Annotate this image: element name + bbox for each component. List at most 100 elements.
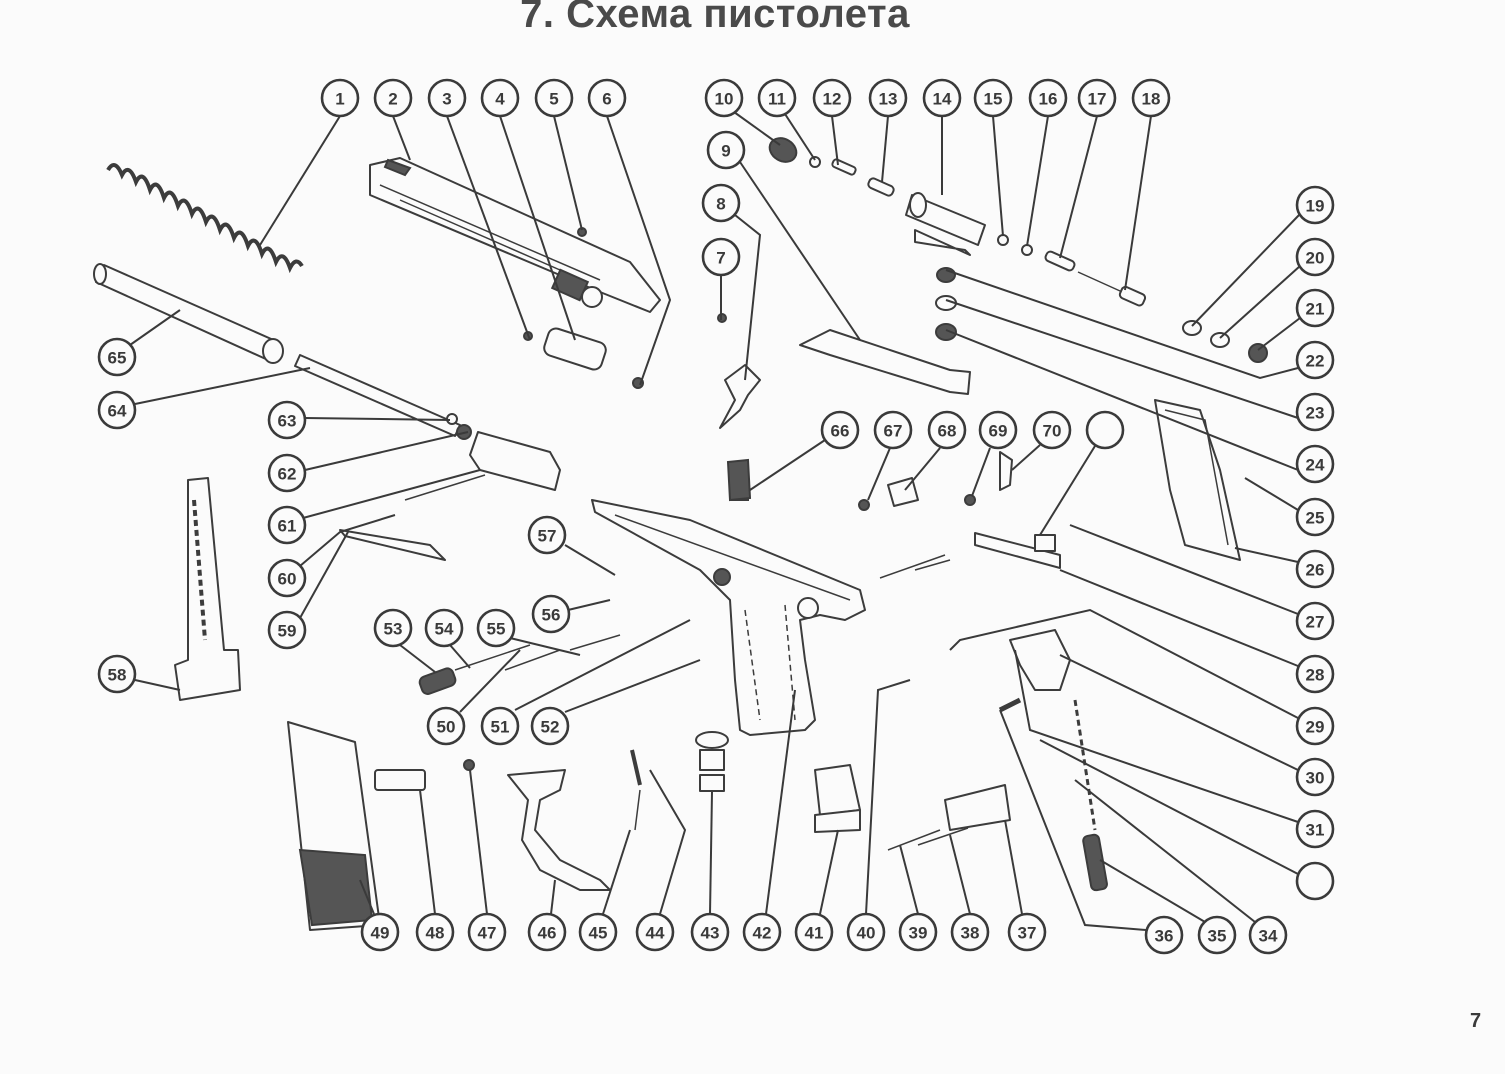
callout-number: 7	[716, 249, 725, 268]
part-callout: 69	[978, 410, 1018, 450]
callout-circle	[578, 912, 618, 952]
leader-line	[649, 769, 687, 915]
callout-number: 13	[879, 90, 898, 109]
part-callout: 10	[704, 78, 744, 118]
part-callout: 19	[1295, 185, 1335, 225]
callout-circle	[427, 78, 467, 118]
front-block	[339, 431, 561, 561]
barrel	[294, 354, 472, 440]
callout-circle	[1007, 912, 1047, 952]
part-callout: 55	[476, 608, 516, 648]
callout-number: 36	[1155, 927, 1174, 946]
callout-number: 19	[1306, 197, 1325, 216]
callout-circle	[360, 912, 400, 952]
part-callout: 62	[267, 453, 307, 493]
callout-number: 70	[1043, 422, 1062, 441]
callout-circle	[1295, 237, 1335, 277]
callout-circle	[868, 78, 908, 118]
recoil-spring	[106, 163, 304, 274]
callout-circle	[742, 912, 782, 952]
callout-number: 11	[768, 90, 786, 109]
callout-circle	[1295, 288, 1335, 328]
callout-number: 17	[1088, 90, 1107, 109]
callout-number: 23	[1306, 404, 1325, 423]
parts-drawing	[93, 137, 1268, 931]
part-callout: 24	[1295, 444, 1335, 484]
part-callout: 28	[1295, 654, 1335, 694]
callout-number: 20	[1306, 249, 1325, 268]
part-callout: 45	[578, 912, 618, 952]
callout-circle	[373, 78, 413, 118]
callout-number: 9	[721, 142, 730, 161]
part-callout: 3	[427, 78, 467, 118]
leader-line	[945, 299, 1299, 419]
callout-number: 25	[1306, 509, 1325, 528]
leader-line	[1059, 115, 1098, 259]
leader-line	[945, 329, 1299, 471]
callout-number: 48	[426, 924, 445, 943]
leader-line	[499, 115, 576, 341]
callout-circle	[1295, 185, 1335, 225]
leader-line	[602, 829, 631, 915]
callout-circle	[424, 608, 464, 648]
callout-number: 66	[831, 422, 850, 441]
leader-line	[1004, 819, 1023, 915]
callout-number: 18	[1142, 90, 1161, 109]
callout-number: 16	[1039, 90, 1058, 109]
callout-number: 55	[487, 620, 506, 639]
callout-number: 45	[589, 924, 608, 943]
callout-circle	[1295, 392, 1335, 432]
leader-line	[553, 115, 583, 231]
part-callout: 65	[97, 337, 137, 377]
leader-line	[949, 608, 1299, 719]
right-grip-panel	[1154, 399, 1241, 561]
callout-number: 3	[442, 90, 451, 109]
part-callout: 60	[267, 558, 307, 598]
part-callout: 53	[373, 608, 413, 648]
callout-circle	[1028, 78, 1068, 118]
callout-circle	[527, 515, 567, 555]
part-callout: 30	[1295, 757, 1335, 797]
callout-number: 64	[108, 402, 127, 421]
part-callout: 8	[701, 183, 741, 223]
callout-number: 63	[278, 412, 297, 431]
callout-number: 46	[538, 924, 557, 943]
callout-number: 42	[753, 924, 772, 943]
front-sight-parts	[418, 634, 621, 695]
part-callout: 18	[1131, 78, 1171, 118]
part-callout: 47	[467, 912, 507, 952]
callout-number: 51	[491, 718, 510, 737]
part-callout: 58	[97, 654, 137, 694]
leader-line	[733, 111, 781, 146]
leader-line	[819, 829, 839, 915]
leader-line	[399, 644, 436, 673]
barrel-sleeve	[93, 263, 284, 364]
leader-line	[1074, 779, 1256, 923]
safety-block	[887, 784, 1011, 851]
part-callout: 40	[846, 912, 886, 952]
part-callout: 5	[534, 78, 574, 118]
leader-line	[971, 447, 991, 497]
callout-number: 39	[909, 924, 928, 943]
callout-circle	[1295, 444, 1335, 484]
leader-line	[1069, 524, 1299, 615]
callout-number: 6	[602, 90, 611, 109]
leader-line	[1039, 445, 1096, 536]
part-callout: 70	[1032, 410, 1072, 450]
leader-line	[509, 637, 581, 656]
callout-number: 69	[989, 422, 1008, 441]
part-callout: 6	[587, 78, 627, 118]
leader-line	[564, 659, 701, 713]
callout-number: 35	[1208, 927, 1227, 946]
part-callout	[1085, 410, 1125, 450]
leader-line	[765, 689, 796, 915]
callout-circle	[950, 912, 990, 952]
hammer-spring	[630, 749, 642, 831]
callout-circle	[97, 654, 137, 694]
leader-line	[1234, 547, 1299, 563]
callout-number: 43	[701, 924, 720, 943]
callout-circle	[1295, 706, 1335, 746]
leader-line	[567, 599, 611, 611]
callout-number: 49	[371, 924, 390, 943]
callout-number: 28	[1306, 666, 1325, 685]
